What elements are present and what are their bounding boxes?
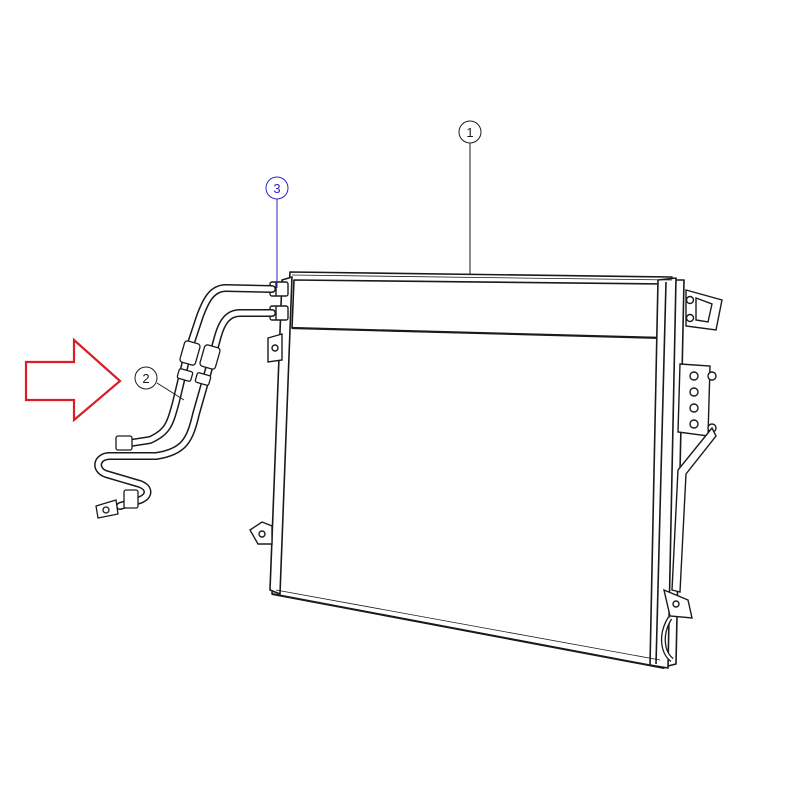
callout-2[interactable]: 2: [134, 366, 158, 390]
leader-line-2: [156, 382, 185, 401]
tube-couplings: [95, 340, 221, 519]
leader-lines: [156, 143, 471, 401]
tube-assembly: [94, 284, 276, 510]
left-brackets: [249, 333, 283, 545]
cooler-core: [269, 271, 685, 669]
callout-1[interactable]: 1: [458, 120, 482, 144]
callout-3-label: 3: [273, 181, 280, 196]
callout-1-circle: [458, 120, 482, 144]
callout-3-circle: [265, 176, 289, 200]
right-brackets: [661, 289, 723, 662]
callout-2-label: 2: [142, 371, 149, 386]
callout-2-circle: [134, 366, 158, 390]
callout-3[interactable]: 3: [265, 176, 289, 200]
callout-1-label: 1: [466, 125, 473, 140]
inlet-fittings: [269, 281, 289, 321]
front-direction-arrow-icon: [24, 337, 122, 423]
